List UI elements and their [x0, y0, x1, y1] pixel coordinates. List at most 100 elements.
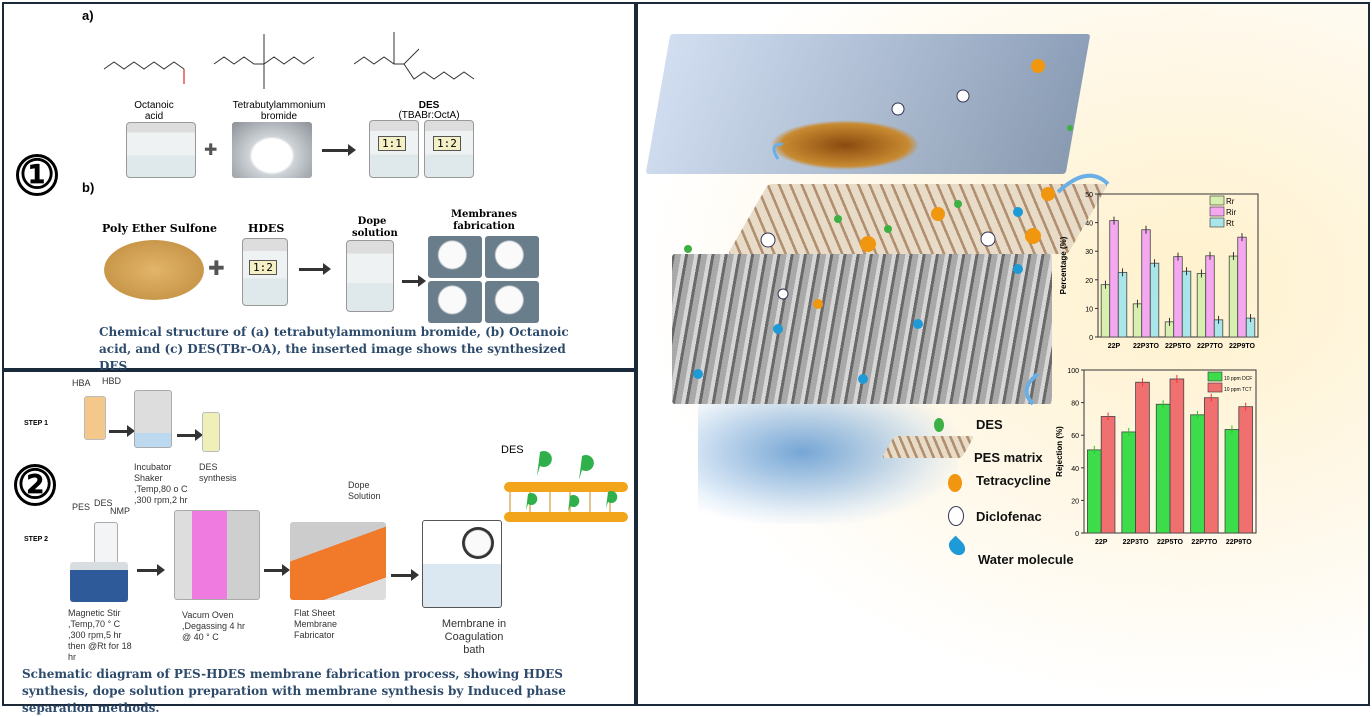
incubator-label: Incubator Shaker ,Temp,80 o C ,300 rpm,2…: [134, 462, 188, 505]
vacuum-oven: [174, 510, 260, 600]
legend-tetracycline: Tetracycline: [976, 473, 1051, 488]
legend-swatch: [1207, 371, 1223, 382]
pes-dish-photo: [104, 240, 204, 300]
bar-rir: [1205, 255, 1215, 338]
x-tick-label: 22P7TO: [1197, 343, 1223, 350]
bar-10-ppm-tct: [1135, 381, 1150, 534]
x-tick-label: 22P: [1095, 539, 1108, 546]
tbab-powder-photo: [232, 122, 312, 178]
mixing-bottle: [94, 522, 118, 564]
membrane-photo: [428, 236, 482, 278]
des-lipid-bilayer: /* static */: [504, 451, 628, 522]
arrow-icon: [299, 263, 331, 275]
particle-overlay: [684, 59, 1110, 406]
y-tick-label: 20: [1071, 498, 1079, 505]
x-tick-label: 22P: [1108, 343, 1121, 350]
bar-rir: [1109, 220, 1119, 338]
dope-solution-label: Dope solution: [352, 216, 398, 239]
panel-des-synthesis: a) Octanoic acid Tetrabutylammonium brom…: [2, 2, 636, 373]
y-tick-label: 30: [1085, 249, 1093, 256]
vacuum-oven-label: Vacum Oven ,Degassing 4 hr @ 40 ° C: [182, 610, 246, 642]
y-axis-label: Rejection (%): [1055, 426, 1064, 477]
bar-10-ppm-dcf: [1190, 414, 1205, 534]
y-tick-label: 40: [1085, 221, 1093, 228]
bar-rt: [1149, 262, 1160, 338]
panel-number-2: ②: [14, 464, 56, 506]
bar-10-ppm-dcf: [1224, 429, 1240, 534]
des-icon: [934, 418, 944, 432]
ratio-label: 1:1: [378, 136, 406, 151]
magnetic-stirrer-label: Magnetic Stir ,Temp,70 ° C ,300 rpm,5 hr…: [68, 608, 132, 662]
step2-label: STEP 2: [24, 536, 48, 543]
dope-solution-jar: [346, 240, 394, 312]
pes-label: Poly Ether Sulfone: [102, 222, 217, 235]
x-tick-label: 22P9TO: [1229, 343, 1255, 350]
legend-swatch: [1209, 217, 1225, 228]
hbd-label: HBD: [102, 376, 122, 386]
bar-rir: [1173, 256, 1183, 338]
afm-surface-image: [770, 120, 920, 170]
fabricator-label: Flat Sheet Membrane Fabricator: [294, 608, 338, 640]
bar-10-ppm-tct: [1203, 397, 1219, 534]
membrane-disc: [462, 527, 494, 559]
legend-label: Rir: [1226, 208, 1237, 217]
tetracycline-icon: [813, 59, 1055, 309]
y-tick-label: 100: [1067, 368, 1079, 375]
hba-hbd-bottle: [84, 396, 106, 440]
x-tick-label: 22P3TO: [1123, 539, 1149, 546]
legend-swatch: [1209, 195, 1225, 206]
legend-label: 10 ppm TCT: [1224, 387, 1252, 393]
y-tick-label: 0: [1075, 531, 1079, 538]
legend-diclofenac: Diclofenac: [976, 509, 1042, 524]
bar-10-ppm-dcf: [1087, 449, 1102, 534]
bar-rr: [1132, 303, 1143, 338]
ratio-label: 1:2: [433, 136, 461, 151]
step1-label: STEP 1: [24, 420, 48, 427]
y-tick-label: 10: [1085, 306, 1093, 313]
incubator-shaker: [134, 390, 172, 448]
x-tick-label: 22P3TO: [1133, 343, 1159, 350]
panel-membrane-performance: DES PES matrix Tetracycline Diclofenac W…: [636, 2, 1370, 706]
arrow-icon: [322, 144, 356, 156]
x-tick-label: 22P5TO: [1157, 539, 1183, 546]
des-label: DES: [418, 100, 440, 111]
bar-10-ppm-tct: [1238, 406, 1253, 534]
coagulation-bath-label: Membrane in Coagulation bath: [441, 618, 507, 656]
bar-rir: [1141, 229, 1151, 338]
tetracycline-icon: [948, 474, 962, 492]
flat-sheet-fabricator: [290, 522, 386, 600]
tbab-label: Tetrabutylammonium bromide: [232, 100, 326, 122]
des-formula: (TBABr:OctA): [398, 110, 460, 121]
membrane-photo: [485, 236, 539, 278]
membrane-photo: [428, 281, 482, 323]
x-tick-label: 22P9TO: [1226, 539, 1252, 546]
bar-rir: [1237, 236, 1247, 338]
dope-solution-label: Dope Solution: [348, 480, 381, 501]
legend-label: Rr: [1226, 197, 1235, 206]
legend-label: Rt: [1226, 219, 1235, 228]
input-pes-label: PES: [72, 502, 91, 512]
membranes-fabrication-label: Membranes fabrication: [450, 209, 517, 232]
part-a-label: a): [82, 8, 94, 23]
panel-number-1: ①: [16, 154, 58, 196]
bar-10-ppm-tct: [1169, 378, 1185, 534]
legend-des: DES: [976, 417, 1003, 432]
bar-10-ppm-dcf: [1155, 403, 1171, 534]
des-jar-1-2: [424, 120, 474, 178]
hdes-label: HDES: [248, 222, 285, 235]
panel2-caption: Schematic diagram of PES-HDES membrane f…: [22, 667, 566, 715]
bar-rr: [1228, 255, 1239, 338]
input-des-label: DES: [94, 498, 113, 508]
x-tick-label: 22P7TO: [1191, 539, 1217, 546]
y-tick-label: 20: [1085, 278, 1093, 285]
arrow-icon: [109, 425, 135, 437]
part-b-label: b): [82, 180, 95, 195]
bar-10-ppm-tct: [1100, 416, 1116, 534]
bar-10-ppm-dcf: [1121, 431, 1136, 534]
plus-icon: ✚: [208, 258, 225, 280]
magnetic-stirrer: [70, 562, 128, 602]
des-synthesis-label: DES synthesis: [199, 462, 237, 483]
arrow-icon: [177, 429, 203, 441]
